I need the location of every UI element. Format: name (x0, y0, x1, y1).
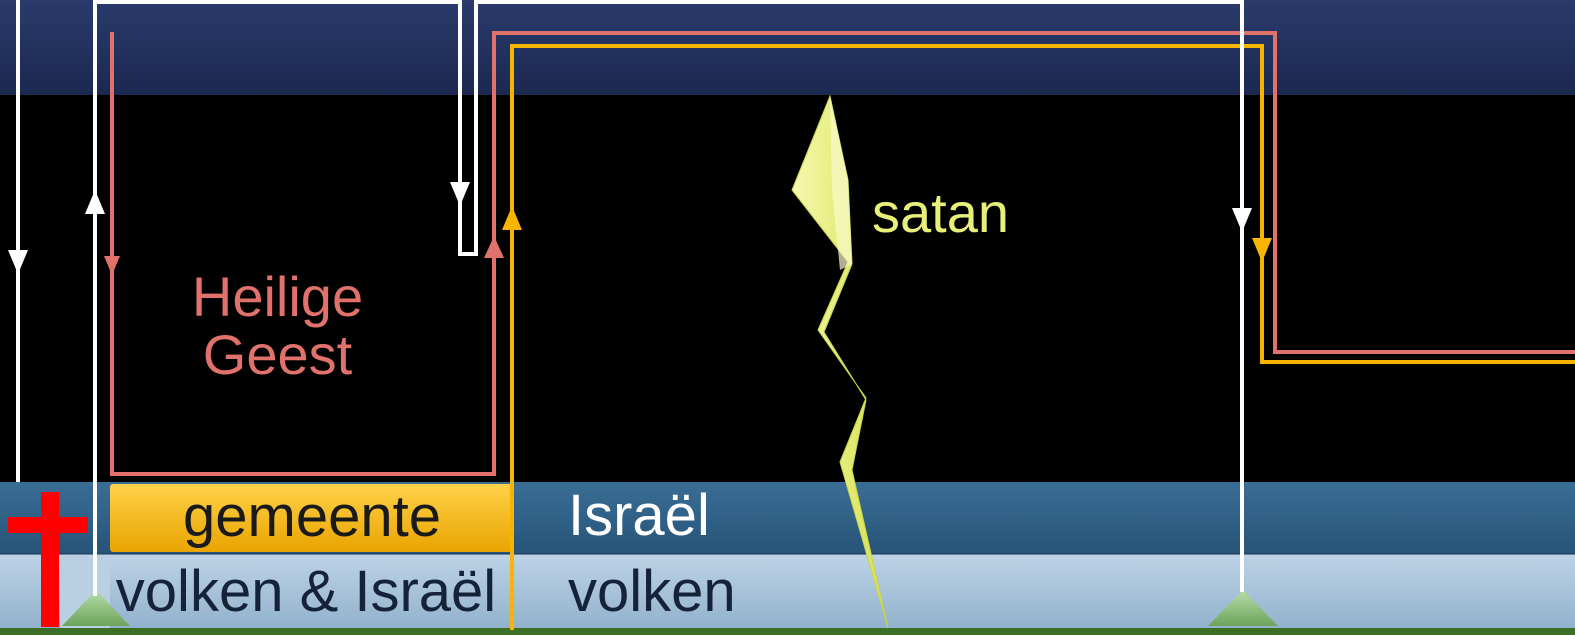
volken-band (0, 554, 1575, 628)
cross-icon (8, 492, 88, 627)
gemeente-band (110, 484, 513, 552)
gemeente-label: gemeente (183, 484, 441, 549)
mountain-icon (62, 590, 130, 626)
yellow-path (510, 44, 1575, 630)
israel-label: Israël (568, 483, 710, 548)
volken-label: volken (568, 559, 736, 624)
ground (0, 628, 1575, 635)
satan-label: satan (872, 181, 1009, 244)
heilige-geest-path (104, 31, 1575, 476)
mountain-icon (1208, 590, 1278, 626)
heilige-geest-label: Heilige Geest (191, 265, 364, 386)
lightning-bolt-icon (791, 94, 889, 629)
white-paths (16, 0, 1244, 596)
volken-israel-label: volken & Israël (115, 559, 497, 624)
